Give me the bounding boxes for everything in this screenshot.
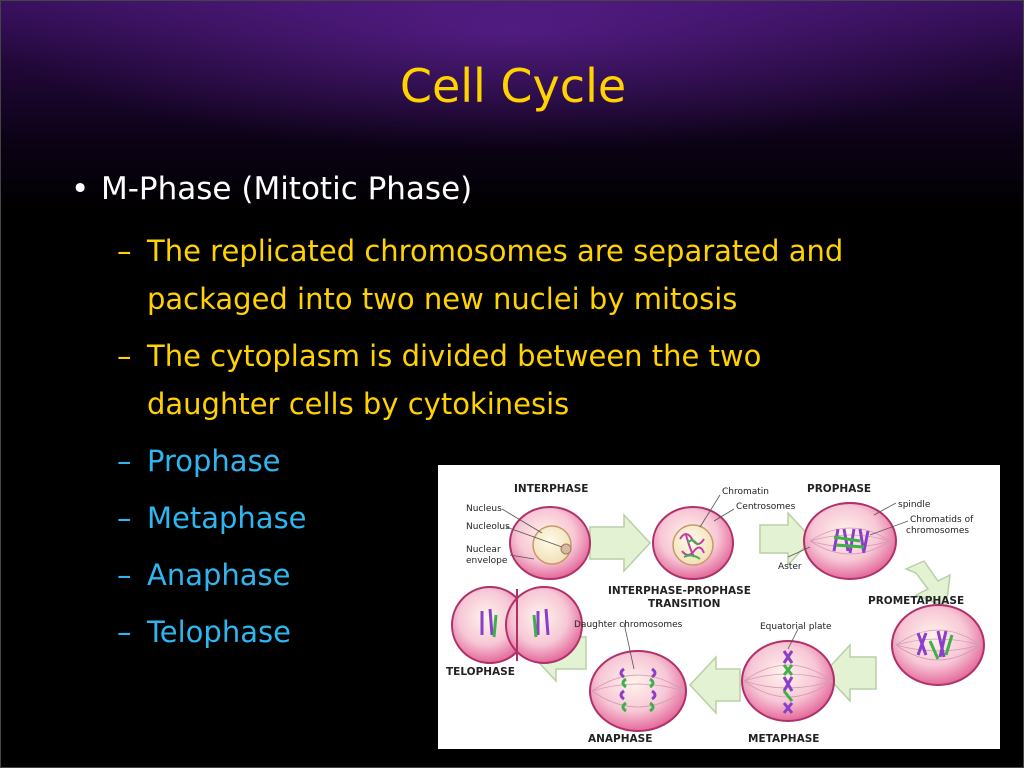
sub-bullet-anaphase: – Anaphase (117, 551, 291, 599)
label-chromatids: Chromatids of (910, 515, 974, 525)
label-daughter-chromosomes: Daughter chromosomes (574, 620, 683, 630)
sub-bullet-line: Anaphase (147, 558, 291, 592)
cell-cycle-diagram: INTERPHASE INTERPHASE-PROPHASE TRANSITIO… (438, 465, 1000, 749)
sub-bullet-line: Prophase (147, 444, 281, 478)
dash-icon: – (117, 444, 132, 478)
sub-bullet-mitosis: – The replicated chromosomes are separat… (117, 227, 843, 323)
sub-bullet-line: Metaphase (147, 501, 307, 535)
sub-bullet-cytokinesis: – The cytoplasm is divided between the t… (117, 332, 761, 428)
bullet-m-phase: • M-Phase (Mitotic Phase) (71, 171, 472, 208)
prometaphase-cell (891, 604, 985, 686)
sub-bullet-prophase: – Prophase (117, 437, 281, 485)
sub-bullet-line: packaged into two new nuclei by mitosis (147, 282, 738, 316)
label-centrosomes: Centrosomes (736, 502, 796, 512)
arrow-interphase-to-transition (589, 513, 652, 573)
label-nuclear-envelope: Nuclear (466, 545, 501, 555)
dash-icon: – (117, 501, 132, 535)
label-chromatin: Chromatin (722, 487, 769, 497)
stage-label-transition: INTERPHASE-PROPHASE (608, 585, 751, 597)
label-nucleolus: Nucleolus (466, 522, 510, 532)
sub-bullet-line: Telophase (147, 615, 291, 649)
label-aster: Aster (778, 562, 802, 572)
dash-icon: – (117, 615, 132, 649)
leader-lines (501, 494, 909, 670)
dash-icon: – (117, 558, 132, 592)
stage-label-anaphase: ANAPHASE (588, 733, 652, 745)
stage-label-interphase: INTERPHASE (514, 483, 588, 495)
stage-label-transition-2: TRANSITION (648, 598, 720, 610)
stage-label-telophase: TELOPHASE (446, 666, 515, 678)
sub-bullet-line: The replicated chromosomes are separated… (147, 234, 844, 268)
sub-bullet-metaphase: – Metaphase (117, 494, 307, 542)
sub-bullet-line: The cytoplasm is divided between the two (147, 339, 762, 373)
sub-bullet-telophase: – Telophase (117, 608, 291, 656)
arrow-prometaphase-to-metaphase (822, 643, 877, 703)
bullet-icon: • (71, 171, 90, 207)
label-nucleus: Nucleus (466, 504, 502, 514)
label-nuclear-envelope-2: envelope (466, 556, 508, 566)
stage-label-prophase: PROPHASE (807, 483, 871, 495)
prophase-cell (803, 502, 897, 580)
dash-icon: – (117, 234, 132, 268)
label-equatorial-plate: Equatorial plate (760, 622, 832, 632)
anaphase-cell (589, 650, 687, 732)
telophase-cell (451, 586, 583, 664)
metaphase-cell (741, 640, 835, 722)
stage-label-metaphase: METAPHASE (748, 733, 819, 745)
slide-title: Cell Cycle (399, 59, 627, 113)
label-spindle: spindle (898, 500, 931, 510)
label-chromatids-2: chromosomes (906, 526, 969, 536)
stage-label-prometaphase: PROMETAPHASE (868, 595, 964, 607)
bullet-text: M-Phase (Mitotic Phase) (101, 171, 473, 207)
dash-icon: – (117, 339, 132, 373)
arrow-metaphase-to-anaphase (688, 655, 741, 715)
sub-bullet-line: daughter cells by cytokinesis (147, 387, 570, 421)
cell-cycle-illustration: INTERPHASE INTERPHASE-PROPHASE TRANSITIO… (446, 483, 985, 745)
transition-cell (652, 506, 734, 580)
